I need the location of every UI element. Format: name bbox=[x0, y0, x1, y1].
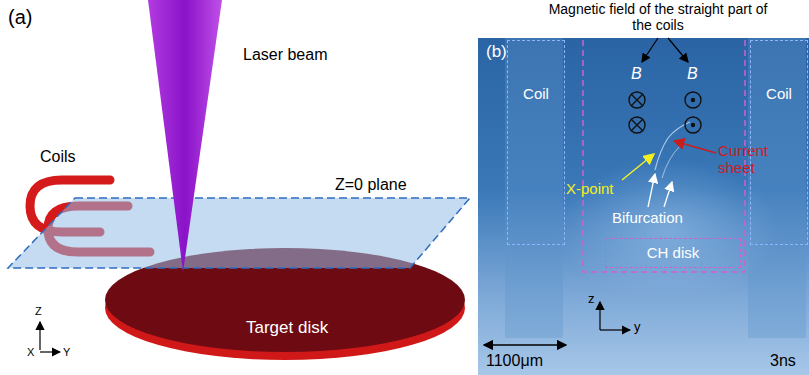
panel-letter: (b) bbox=[486, 42, 507, 62]
field-symbol: B bbox=[631, 65, 642, 83]
annotation: Bifurcation bbox=[612, 209, 683, 226]
scale-label: 1100μm bbox=[486, 352, 543, 370]
part-name: Z=0 plane bbox=[335, 176, 407, 194]
field-symbol: B bbox=[687, 65, 698, 83]
axis-label: y bbox=[634, 320, 641, 335]
axis-label: X bbox=[27, 346, 34, 359]
region-label: CH disk bbox=[606, 244, 740, 261]
region-label: Coil bbox=[751, 85, 807, 102]
part-name: Target disk bbox=[246, 318, 328, 338]
annotation: Magnetic field of the straight part of t… bbox=[548, 1, 768, 33]
part-name: Laser beam bbox=[243, 46, 328, 64]
coil-region: Coil bbox=[507, 40, 565, 245]
axis-label: z bbox=[588, 292, 595, 307]
coil-region: Coil bbox=[750, 40, 808, 245]
region-label: Coil bbox=[508, 85, 564, 102]
panel-letter: (a) bbox=[8, 6, 32, 29]
annotation: X-point bbox=[566, 180, 614, 197]
axis-label: Z bbox=[35, 305, 42, 318]
annotation: Current sheet bbox=[718, 142, 780, 177]
axis-label: Y bbox=[63, 346, 70, 359]
time-label: 3ns bbox=[770, 352, 796, 370]
part-name: Coils bbox=[40, 148, 76, 166]
disk-region: CH disk bbox=[605, 238, 741, 268]
